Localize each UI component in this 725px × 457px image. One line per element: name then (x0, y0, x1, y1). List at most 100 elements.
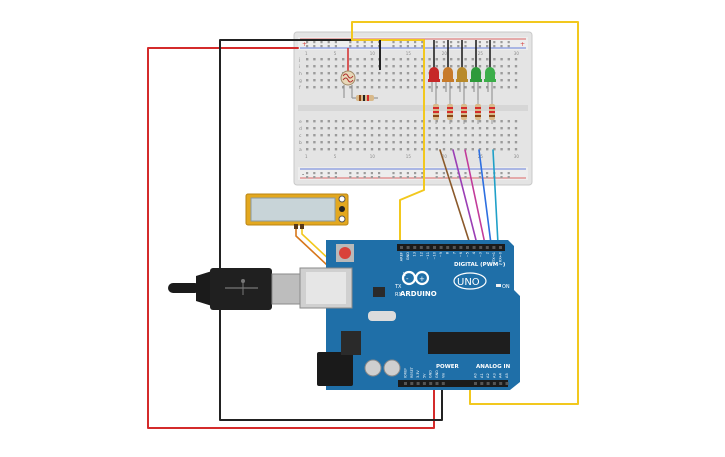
column-number: 20 (442, 51, 448, 56)
power-pin[interactable] (404, 382, 407, 385)
led-icon[interactable] (456, 67, 468, 100)
column-number: 20 (442, 154, 448, 159)
wire-led3-magenta[interactable] (464, 149, 486, 245)
digital-pin-label: TX→1 (492, 252, 496, 263)
digital-pin[interactable] (400, 246, 403, 249)
led-icon[interactable] (442, 67, 454, 100)
digital-pin[interactable] (492, 246, 496, 249)
reset-button-icon[interactable] (336, 244, 354, 262)
resistor-icon[interactable] (461, 100, 467, 124)
digital-pin[interactable] (459, 246, 463, 249)
resistor-icon[interactable] (447, 100, 453, 124)
row-label: j (298, 57, 300, 63)
column-number: 5 (334, 51, 337, 56)
row-label: a (299, 148, 302, 153)
wire-led1-brown[interactable] (439, 149, 471, 245)
digital-pin[interactable] (419, 246, 423, 249)
digital-pin-label: 2 (485, 252, 489, 254)
wire-led2-purple[interactable] (452, 149, 478, 245)
digital-pin-label: ~11 (426, 252, 430, 260)
wire-gnd-black[interactable] (219, 39, 443, 421)
digital-pin[interactable] (466, 246, 469, 249)
digital-pin-label: 7 (452, 252, 456, 254)
resistor-icon[interactable] (352, 95, 378, 101)
analog-pin-label: A0 (474, 373, 478, 378)
column-number: 1 (305, 51, 308, 56)
digital-pin-label: AREF (400, 252, 404, 261)
digital-pin[interactable] (406, 246, 410, 249)
wire-yellow-gnd[interactable] (399, 39, 425, 245)
analog-pin-label: A2 (486, 373, 490, 378)
analog-pin-label: A5 (505, 373, 509, 378)
wire-5v-red[interactable] (147, 47, 435, 429)
rail-minus-label: - (302, 171, 304, 178)
digital-pin-label: 12 (419, 252, 423, 257)
power-pin[interactable] (416, 382, 420, 385)
digital-pin[interactable] (485, 246, 489, 249)
digital-pin[interactable] (479, 246, 483, 249)
row-label: h (299, 71, 302, 77)
digital-pin-label: 13 (413, 252, 417, 257)
lcd-module-icon[interactable] (245, 193, 349, 229)
column-number: 1 (305, 154, 308, 159)
resistor-icon[interactable] (489, 100, 495, 124)
column-number: 15 (406, 154, 412, 159)
digital-pin[interactable] (439, 246, 443, 249)
row-label: g (299, 79, 302, 84)
column-number: 5 (334, 154, 337, 159)
resistor-icon[interactable] (433, 100, 439, 124)
power-pin[interactable] (410, 382, 414, 385)
power-pin-label: IOREF (404, 368, 408, 378)
wire-led5-cyan[interactable] (492, 149, 499, 245)
led-icon[interactable] (428, 67, 440, 100)
digital-pin[interactable] (499, 246, 502, 249)
column-number: 10 (370, 154, 376, 159)
power-pin[interactable] (435, 382, 439, 385)
digital-pin[interactable] (446, 246, 450, 249)
analog-pin[interactable] (499, 382, 503, 385)
power-pin-label: 3.3V (416, 370, 420, 378)
analog-pin[interactable] (486, 382, 490, 385)
l-led-label: L (403, 272, 406, 278)
power-pin-label: 5V (422, 373, 426, 378)
svg-text:-: - (406, 275, 409, 283)
digital-pin[interactable] (472, 246, 476, 249)
svg-text:+: + (419, 275, 425, 283)
power-pin[interactable] (441, 382, 445, 385)
digital-pin[interactable] (452, 246, 456, 249)
row-label: f (299, 85, 301, 91)
power-label: POWER (436, 364, 460, 370)
digital-pin-label: RX←0 (499, 251, 503, 262)
digital-pin[interactable] (426, 246, 430, 249)
led-icon[interactable] (484, 67, 496, 100)
rx-led-label: RX (395, 292, 402, 298)
led-array[interactable] (428, 40, 496, 124)
power-pin[interactable] (429, 382, 433, 385)
digital-pin[interactable] (433, 246, 436, 249)
analog-pin[interactable] (505, 382, 509, 385)
led-icon[interactable] (470, 67, 482, 100)
wire-led4-blue[interactable] (478, 149, 492, 245)
row-label: e (299, 120, 302, 125)
digital-pin[interactable] (413, 246, 417, 249)
digital-pin-label: 8 (446, 251, 450, 254)
arduino-brand: ARDUINO (400, 290, 437, 298)
wires[interactable] (147, 21, 579, 429)
power-pin[interactable] (422, 382, 426, 385)
arduino-model: UNO (457, 277, 480, 288)
usb-plug-icon[interactable] (168, 268, 301, 310)
resistor-icon[interactable] (475, 100, 481, 124)
digital-pin-label: ~9 (439, 251, 443, 257)
analog-pin[interactable] (492, 382, 496, 385)
column-number: 25 (478, 51, 484, 56)
analog-pin[interactable] (474, 382, 477, 385)
row-label: c (299, 134, 302, 139)
analog-pin[interactable] (480, 382, 484, 385)
photoresistor-icon[interactable] (340, 48, 356, 98)
